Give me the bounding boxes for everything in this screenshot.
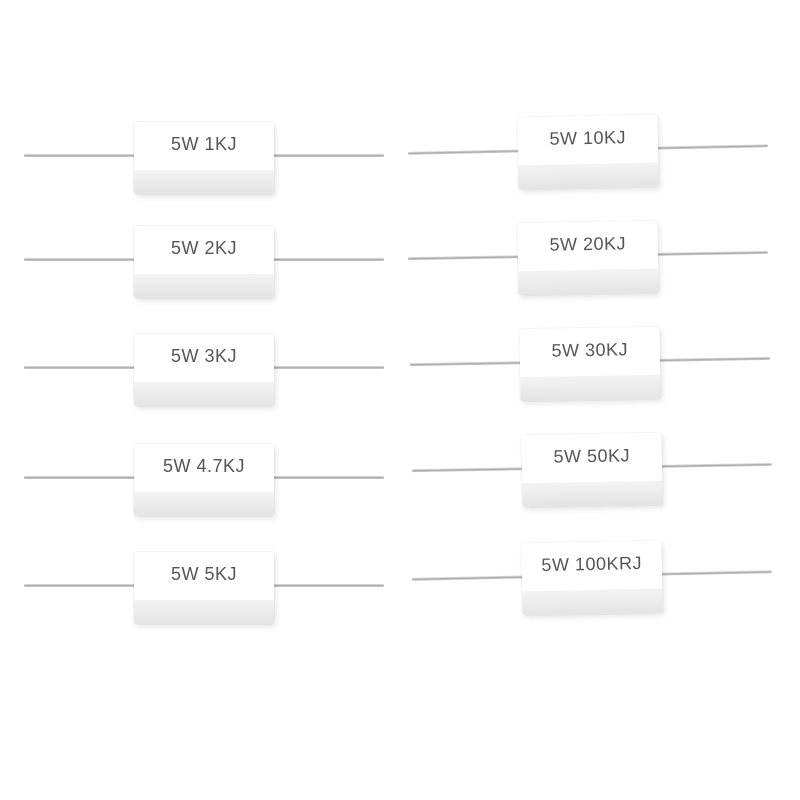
lead-wire-left (407, 255, 528, 261)
resistor-1k: 5W 1KJ (24, 118, 384, 198)
lead-wire-left (24, 154, 144, 157)
resistor-label: 5W 30KJ (551, 339, 629, 361)
resistor-50k: 5W 50KJ (411, 427, 772, 513)
lead-wire-left (24, 584, 144, 587)
resistor-label: 5W 50KJ (553, 445, 631, 467)
lead-wire-right (653, 462, 772, 468)
resistor-10k: 5W 10KJ (407, 108, 769, 196)
resistor-2k: 5W 2KJ (24, 222, 384, 302)
lead-wire-right (266, 366, 384, 369)
lead-wire-left (24, 258, 144, 261)
resistor-4-7k: 5W 4.7KJ (24, 440, 384, 520)
ceramic-body: 5W 100KRJ (521, 540, 663, 616)
ceramic-body: 5W 3KJ (134, 334, 274, 406)
lead-wire-right (266, 154, 384, 157)
resistor-label: 5W 5KJ (170, 564, 238, 584)
resistor-label: 5W 3KJ (170, 346, 238, 366)
lead-wire-left (409, 361, 530, 367)
ceramic-body: 5W 2KJ (134, 226, 274, 298)
resistor-label: 5W 4.7KJ (162, 456, 246, 476)
ceramic-body: 5W 4.7KJ (134, 444, 274, 516)
lead-wire-right (266, 258, 384, 261)
resistor-100k: 5W 100KRJ (411, 534, 773, 622)
lead-wire-left (407, 149, 528, 155)
ceramic-body: 5W 1KJ (134, 122, 274, 194)
resistor-5k: 5W 5KJ (24, 548, 384, 628)
lead-wire-left (411, 575, 532, 581)
resistor-label: 5W 1KJ (170, 134, 238, 154)
lead-wire-left (24, 476, 144, 479)
ceramic-body: 5W 50KJ (521, 432, 663, 508)
lead-wire-right (266, 584, 384, 587)
ceramic-body: 5W 5KJ (134, 552, 274, 624)
resistor-label: 5W 20KJ (549, 233, 627, 255)
lead-wire-right (653, 570, 772, 576)
ceramic-body: 5W 30KJ (519, 326, 661, 402)
lead-wire-right (266, 476, 384, 479)
ceramic-body: 5W 20KJ (517, 220, 659, 296)
lead-wire-left (411, 467, 532, 473)
resistor-label: 5W 100KRJ (541, 552, 643, 576)
lead-wire-left (24, 366, 144, 369)
ceramic-body: 5W 10KJ (517, 114, 659, 190)
resistor-label: 5W 2KJ (170, 238, 238, 258)
resistor-label: 5W 10KJ (549, 127, 627, 149)
lead-wire-right (649, 144, 768, 150)
resistor-3k: 5W 3KJ (24, 330, 384, 410)
lead-wire-right (651, 356, 770, 362)
resistor-20k: 5W 20KJ (407, 215, 768, 301)
lead-wire-right (649, 250, 768, 256)
resistor-30k: 5W 30KJ (409, 321, 770, 407)
